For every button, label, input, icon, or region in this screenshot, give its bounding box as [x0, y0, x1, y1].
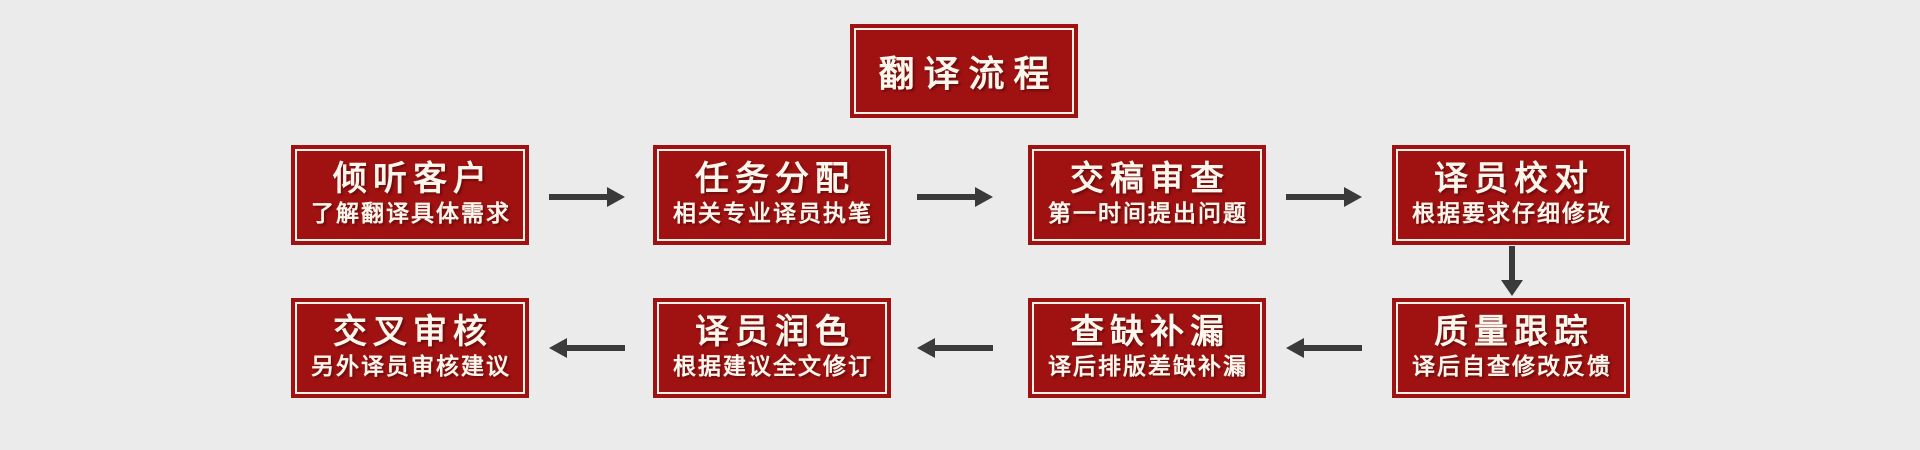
diagram-title-box: 翻译流程: [850, 24, 1078, 118]
flow-step-title: 任务分配: [695, 159, 855, 199]
arrow-right-icon: [549, 187, 625, 207]
flow-step-proofread: 译员校对 根据要求仔细修改: [1392, 145, 1630, 245]
arrow-left-icon: [917, 338, 993, 358]
flow-step-title: 译员校对: [1434, 159, 1594, 199]
flow-step-polish: 译员润色 根据建议全文修订: [653, 298, 891, 398]
flow-step-title: 质量跟踪: [1434, 312, 1594, 352]
flow-step-subtitle: 根据要求仔细修改: [1412, 201, 1612, 228]
flow-step-title: 交叉审核: [333, 312, 493, 352]
flow-step-title: 查缺补漏: [1070, 312, 1230, 352]
flow-step-title: 译员润色: [695, 312, 855, 352]
flow-step-subtitle: 了解翻译具体需求: [311, 201, 511, 228]
arrow-down-icon: [1501, 246, 1523, 296]
flow-step-title: 倾听客户: [333, 159, 493, 199]
flow-step-review: 交稿审查 第一时间提出问题: [1028, 145, 1266, 245]
flow-step-listen: 倾听客户 了解翻译具体需求: [291, 145, 529, 245]
flow-step-subtitle: 根据建议全文修订: [673, 354, 873, 381]
flow-step-quality: 质量跟踪 译后自查修改反馈: [1392, 298, 1630, 398]
flow-step-title: 交稿审查: [1070, 159, 1230, 199]
flow-step-gapfill: 查缺补漏 译后排版差缺补漏: [1028, 298, 1266, 398]
arrow-left-icon: [1286, 338, 1362, 358]
flow-step-subtitle: 译后自查修改反馈: [1412, 354, 1612, 381]
arrow-right-icon: [917, 187, 993, 207]
flow-step-subtitle: 译后排版差缺补漏: [1048, 354, 1248, 381]
flow-step-assign: 任务分配 相关专业译员执笔: [653, 145, 891, 245]
flow-step-crosscheck: 交叉审核 另外译员审核建议: [291, 298, 529, 398]
arrow-left-icon: [549, 338, 625, 358]
flow-step-subtitle: 相关专业译员执笔: [673, 201, 873, 228]
flow-step-subtitle: 另外译员审核建议: [311, 354, 511, 381]
arrow-right-icon: [1286, 187, 1362, 207]
diagram-title-label: 翻译流程: [878, 54, 1059, 95]
flow-step-subtitle: 第一时间提出问题: [1048, 201, 1248, 228]
